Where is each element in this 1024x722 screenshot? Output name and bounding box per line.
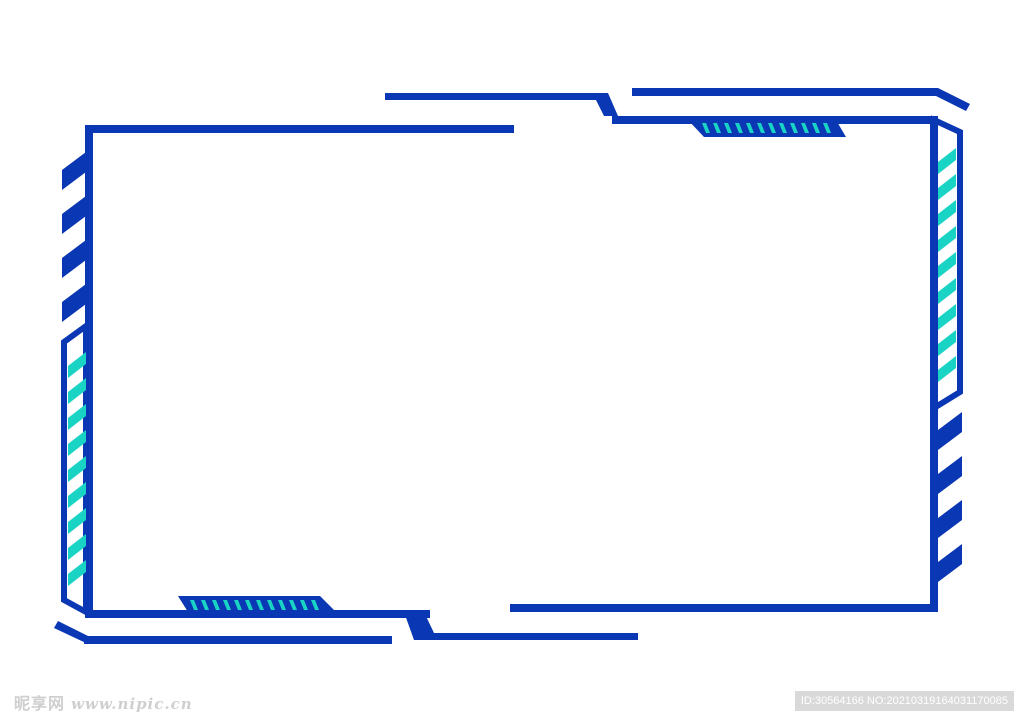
diagonal-stripe [68,378,86,404]
tick-mark [801,123,809,133]
left-teal-stripes [68,352,86,586]
diagonal-stripe [62,284,86,322]
tick-mark [212,600,220,610]
diagonal-stripe [938,412,962,450]
tick-mark [256,600,264,610]
diagonal-stripe [938,500,962,538]
right-blue-stripes [938,412,962,582]
diagonal-stripe [938,356,956,382]
diagonal-stripe [68,404,86,430]
right-striped-panel [931,115,963,414]
diagonal-stripe [938,304,956,330]
tick-mark [735,123,743,133]
tick-mark [702,123,710,133]
top-notch-body [688,120,846,137]
tick-mark [768,123,776,133]
tick-mark [223,600,231,610]
tick-mark [311,600,319,610]
tick-mark [201,600,209,610]
tick-mark [757,123,765,133]
diagonal-stripe [938,252,956,278]
diagonal-stripe [68,508,86,534]
right-panel-outline [931,115,963,414]
diagonal-stripe [68,352,86,378]
tick-mark [779,123,787,133]
left-blue-stripes [62,152,86,322]
tick-mark [245,600,253,610]
diagonal-stripe [938,226,956,252]
tick-mark [746,123,754,133]
top-bar-left [385,93,618,116]
diagonal-stripe [68,456,86,482]
tick-mark [812,123,820,133]
tick-mark [190,600,198,610]
right-teal-stripes [938,148,956,382]
bottom-notch-ticks [190,600,319,610]
main-frame [85,116,938,618]
watermark-logo: 昵享网 [14,694,66,713]
diagonal-stripe [68,534,86,560]
diagonal-stripe [938,148,956,174]
top-bar-right-angle [936,88,970,111]
bottom-notch [178,596,336,612]
bottom-accent-bars [54,612,638,644]
diagonal-stripe [938,278,956,304]
diagonal-stripe [68,482,86,508]
tick-mark [713,123,721,133]
tick-mark [289,600,297,610]
top-accent-bars [385,88,970,116]
watermark-url: www.nipic.cn [71,695,193,713]
diagonal-stripe [938,456,962,494]
bottom-bar-left [84,636,392,644]
bottom-notch-body [178,596,336,612]
watermark-id: ID:30564166 NO:20210319164031170085 [794,691,1014,711]
top-bar-right [632,88,938,96]
diagonal-stripe [62,240,86,278]
frame-left-top-edge [85,125,514,618]
top-notch-ticks [702,123,831,133]
diagonal-stripe [62,152,86,190]
left-striped-panel [61,320,89,618]
diagonal-stripe [938,174,956,200]
bottom-bar-right [404,612,638,640]
top-notch [688,120,846,137]
frame-right-bottom-edge [510,116,938,612]
tick-mark [823,123,831,133]
diagonal-stripe [62,196,86,234]
diagonal-stripe [938,200,956,226]
watermark-site: 昵享网 www.nipic.cn [14,690,193,714]
tick-mark [300,600,308,610]
bottom-bar-left-angle [54,621,88,644]
diagonal-stripe [938,330,956,356]
diagonal-stripe [68,430,86,456]
tick-mark [278,600,286,610]
diagonal-stripe [68,560,86,586]
tick-mark [267,600,275,610]
tick-mark [790,123,798,133]
tick-mark [234,600,242,610]
tick-mark [724,123,732,133]
diagonal-stripe [938,544,962,582]
